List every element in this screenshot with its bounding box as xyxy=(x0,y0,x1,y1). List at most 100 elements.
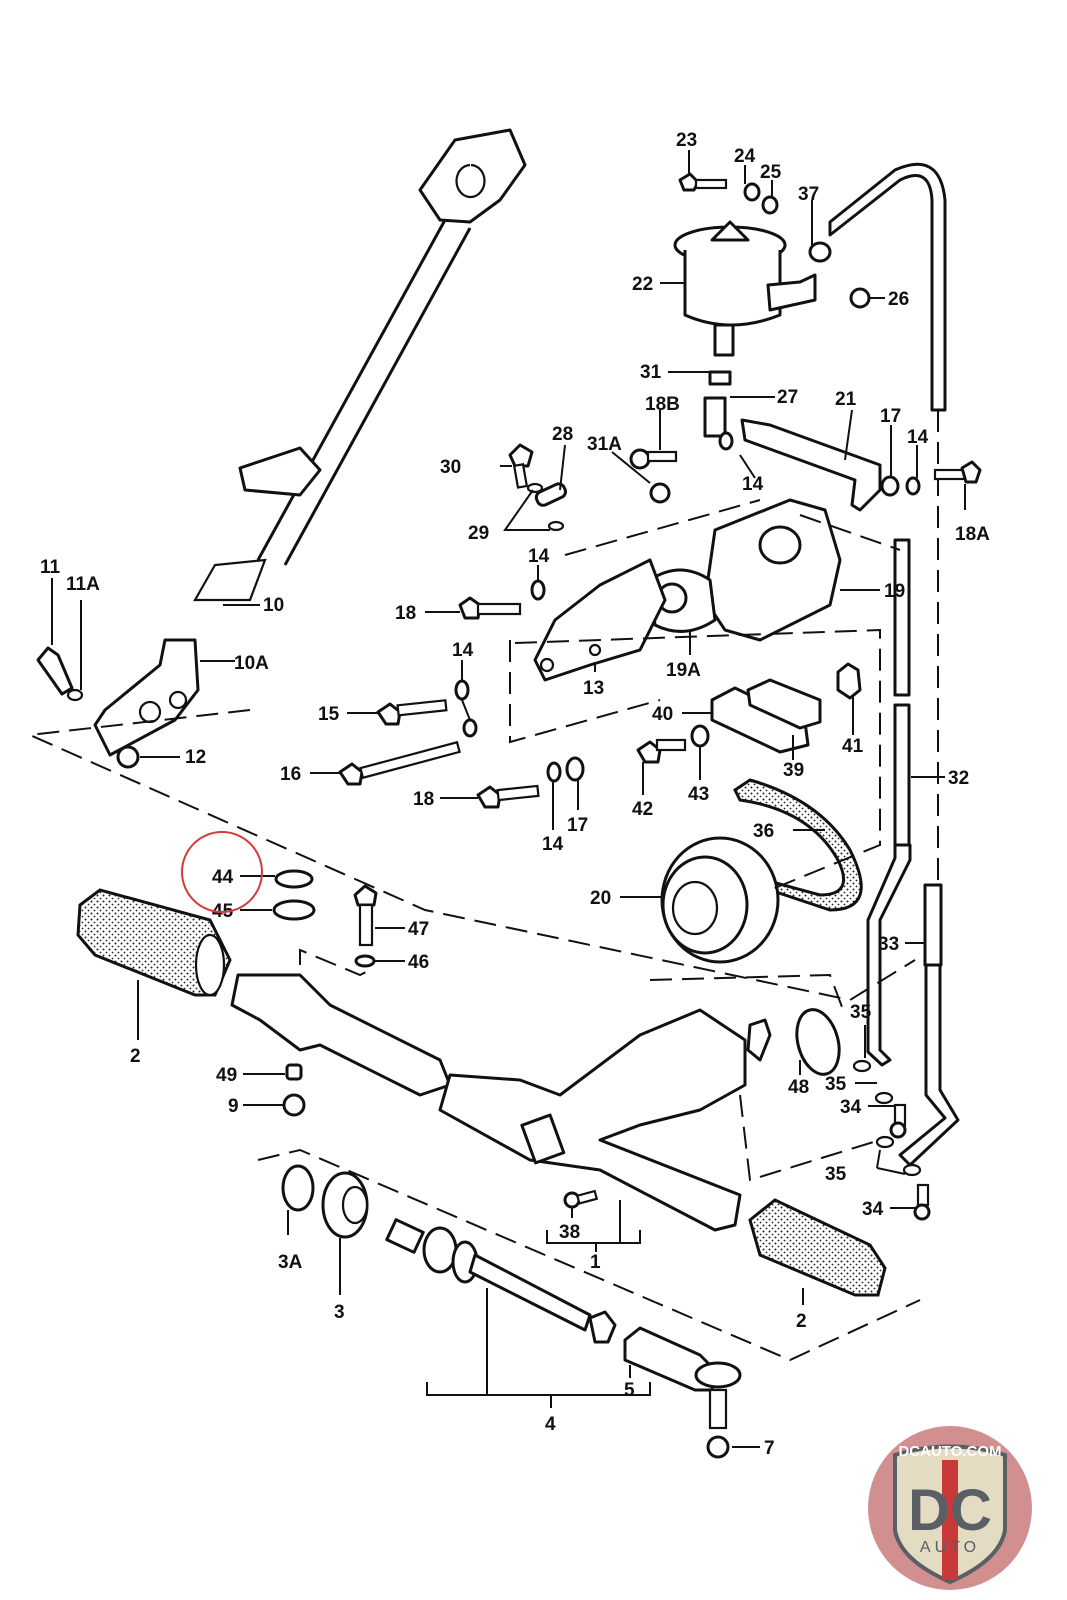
washer-14[interactable] xyxy=(546,761,562,783)
highlight-circle xyxy=(181,831,263,913)
return-hose[interactable] xyxy=(828,162,947,412)
washer-14[interactable] xyxy=(462,718,478,738)
bushing-49[interactable] xyxy=(285,1063,303,1081)
label-2: 2 xyxy=(796,1311,807,1332)
bolt-23[interactable] xyxy=(678,172,728,192)
label-41: 41 xyxy=(842,736,864,757)
label-18a: 18A xyxy=(955,524,990,545)
washer-17[interactable] xyxy=(565,756,585,782)
label-35: 35 xyxy=(825,1164,847,1185)
label-12: 12 xyxy=(185,747,206,768)
label-25: 25 xyxy=(760,162,782,183)
steering-rack[interactable] xyxy=(230,973,772,1232)
fitting-seal-35[interactable] xyxy=(852,1059,922,1177)
bolt-47[interactable] xyxy=(353,884,378,947)
bolt-30[interactable] xyxy=(508,443,534,489)
label-27: 27 xyxy=(777,387,798,408)
tie-rod-4[interactable] xyxy=(385,1218,617,1344)
label-16: 16 xyxy=(280,764,301,785)
pin-28[interactable] xyxy=(534,482,567,507)
bracket-40[interactable] xyxy=(710,686,810,754)
label-10a: 10A xyxy=(234,653,269,674)
tie-rod-end[interactable] xyxy=(623,1326,742,1430)
label-11a: 11A xyxy=(66,574,100,595)
seal-ring-45[interactable] xyxy=(272,899,316,921)
label-15: 15 xyxy=(318,704,340,725)
leader-lines xyxy=(51,150,966,1448)
nut-12[interactable] xyxy=(116,745,140,769)
watermark-site: DCAUTO.COM xyxy=(898,1443,1001,1460)
bolt-15[interactable] xyxy=(376,699,448,726)
label-32: 32 xyxy=(948,768,969,789)
label-28: 28 xyxy=(552,424,573,445)
bracket-39[interactable] xyxy=(746,678,822,730)
washer-14[interactable] xyxy=(718,431,734,451)
label-39: 39 xyxy=(783,760,804,781)
label-44: 44 xyxy=(212,867,234,888)
watermark-stripe xyxy=(942,1460,958,1580)
washer-24[interactable] xyxy=(743,182,761,202)
label-48: 48 xyxy=(788,1077,809,1098)
washer-29[interactable] xyxy=(526,482,544,494)
washer-43[interactable] xyxy=(690,724,710,748)
pump-bracket[interactable] xyxy=(533,558,667,682)
dcauto-watermark: DCAUTO.COM DC AUTO xyxy=(868,1426,1032,1590)
hose-27[interactable] xyxy=(703,396,727,438)
label-21: 21 xyxy=(835,389,857,410)
bolt-18a[interactable] xyxy=(933,460,982,484)
bolt-18[interactable] xyxy=(476,784,540,809)
label-14: 14 xyxy=(742,474,764,495)
nut-41[interactable] xyxy=(836,662,862,700)
nut-26[interactable] xyxy=(849,287,871,309)
washer-25[interactable] xyxy=(761,195,779,215)
clip-46[interactable] xyxy=(354,954,376,968)
washer-14[interactable] xyxy=(530,579,546,601)
label-35: 35 xyxy=(825,1074,847,1095)
label-5: 5 xyxy=(624,1380,635,1401)
label-49: 49 xyxy=(216,1065,237,1086)
clamp-31[interactable] xyxy=(708,370,732,386)
pressure-hose[interactable] xyxy=(866,538,960,1167)
universal-joint[interactable] xyxy=(93,638,200,757)
washer-17[interactable] xyxy=(880,475,900,497)
rubber-boot-left[interactable] xyxy=(76,888,232,997)
bolt-42[interactable] xyxy=(636,738,687,764)
washer-44[interactable] xyxy=(274,869,314,889)
label-26: 26 xyxy=(888,289,909,310)
part-labels: 11 11A 10 10A 12 23 24 25 37 22 26 31 27… xyxy=(40,130,990,1459)
watermark-word: AUTO xyxy=(920,1539,980,1556)
power-steering-pump[interactable] xyxy=(648,498,842,642)
banjo-bolt-34[interactable] xyxy=(889,1103,931,1221)
label-34: 34 xyxy=(840,1097,862,1118)
washer-14[interactable] xyxy=(454,679,470,701)
washer-3a[interactable] xyxy=(281,1164,315,1212)
pulley[interactable] xyxy=(660,836,780,964)
label-4: 4 xyxy=(545,1414,556,1435)
seal-48[interactable] xyxy=(790,1005,846,1079)
steering-shaft[interactable] xyxy=(193,128,527,602)
label-22: 22 xyxy=(632,274,653,295)
bracket-21[interactable] xyxy=(740,418,882,512)
rubber-boot-right[interactable] xyxy=(748,1198,887,1297)
nut-7[interactable] xyxy=(706,1435,730,1459)
screw-38[interactable] xyxy=(563,1189,599,1209)
fluid-reservoir[interactable] xyxy=(673,220,817,357)
washer-14[interactable] xyxy=(905,476,921,496)
clamp-37[interactable] xyxy=(808,241,832,263)
label-46: 46 xyxy=(408,952,429,973)
clamp-31a[interactable] xyxy=(649,482,671,504)
nut-9[interactable] xyxy=(282,1093,306,1117)
washer-11a[interactable] xyxy=(66,688,84,702)
label-38: 38 xyxy=(559,1222,580,1243)
bolt-18[interactable] xyxy=(458,596,522,620)
label-47: 47 xyxy=(408,919,429,940)
bolt-18b[interactable] xyxy=(629,448,678,470)
label-34: 34 xyxy=(862,1199,884,1220)
washer-29[interactable] xyxy=(547,520,565,532)
bolt-16[interactable] xyxy=(338,740,461,786)
label-14: 14 xyxy=(907,427,929,448)
drive-belt[interactable] xyxy=(733,778,863,912)
bolt-11[interactable] xyxy=(36,646,74,696)
label-11: 11 xyxy=(40,557,61,578)
